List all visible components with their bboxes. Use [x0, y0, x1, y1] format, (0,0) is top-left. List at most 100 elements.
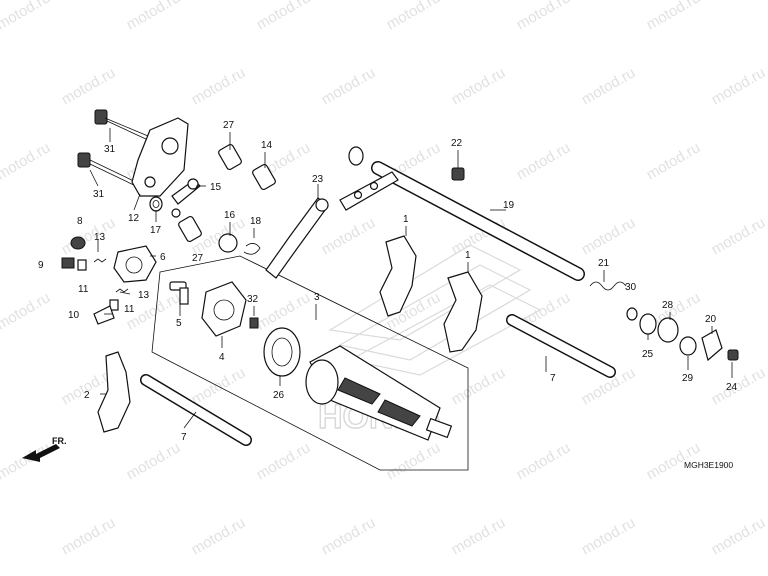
callout-3: 3 — [314, 292, 320, 303]
callout-8: 8 — [77, 216, 83, 227]
callout-16: 16 — [224, 210, 236, 221]
callout-25: 25 — [642, 349, 654, 360]
callout-13-upper: 13 — [94, 232, 106, 243]
front-direction-arrow: FR. — [22, 436, 67, 462]
callout-24: 24 — [726, 382, 738, 393]
watermark-text: motod.ru — [0, 289, 53, 333]
watermark-text: motod.ru — [254, 0, 314, 33]
watermark-text: motod.ru — [59, 214, 119, 258]
leader-lines — [89, 128, 733, 429]
collar-27-lower — [178, 215, 202, 243]
watermark-text: motod.ru — [254, 439, 314, 483]
shift-fork-1-left — [379, 235, 417, 317]
watermark-text: motod.ru — [124, 439, 184, 483]
front-direction-label: FR. — [52, 436, 67, 446]
washer-29 — [679, 336, 697, 356]
watermark-text: motod.ru — [189, 514, 249, 558]
watermark-text: motod.ru — [709, 364, 768, 408]
callout-7-right: 7 — [550, 373, 556, 384]
fork-shaft-7-right — [506, 314, 616, 378]
watermark-text: motod.ru — [189, 64, 249, 108]
callout-27-upper: 27 — [223, 120, 235, 131]
watermark-text: motod.ru — [449, 364, 509, 408]
callout-7-left: 7 — [181, 432, 187, 443]
drum-center-4 — [201, 281, 247, 337]
spindle-arm — [339, 171, 399, 211]
diagram-code: MGH3E1900 — [684, 460, 733, 470]
watermark-text: motod.ru — [514, 139, 574, 183]
watermark-text: motod.ru — [449, 514, 509, 558]
watermark-text: motod.ru — [384, 439, 444, 483]
watermark-text: motod.ru — [514, 439, 574, 483]
callout-labels: 31 31 27 14 15 12 17 23 22 19 8 13 9 11 … — [38, 120, 738, 443]
watermark-text: motod.ru — [319, 64, 379, 108]
watermark-text: motod.ru — [319, 514, 379, 558]
watermark-text: motod.ru — [644, 139, 704, 183]
watermark-text: motod.ru — [124, 0, 184, 33]
bearing-16 — [218, 233, 238, 253]
return-spring-21 — [589, 281, 627, 291]
pin-5 — [169, 281, 189, 305]
callout-14: 14 — [261, 140, 273, 151]
washer-9 — [61, 257, 75, 269]
callout-17: 17 — [150, 225, 162, 236]
watermark-text: motod.ru — [644, 0, 704, 33]
callout-30: 30 — [625, 282, 637, 293]
callout-15: 15 — [210, 182, 222, 193]
shift-fork-1-right — [443, 271, 483, 353]
watermark-text: motod.ru — [0, 0, 53, 33]
callout-31-lower: 31 — [93, 189, 105, 200]
bolt-22 — [451, 167, 465, 181]
shift-spindle-19 — [348, 146, 585, 281]
bolt-31-lower — [77, 152, 141, 189]
watermark-text: motod.ru — [579, 214, 639, 258]
spring-18 — [243, 243, 261, 255]
watermark-text: motod.ru — [59, 514, 119, 558]
fork-shaft-7-left — [140, 374, 252, 446]
watermark-text: motod.ru — [709, 214, 768, 258]
callout-32: 32 — [247, 294, 259, 305]
watermark-text: motod.ru — [384, 0, 444, 33]
pin-11-upper — [77, 259, 87, 271]
washer-17 — [149, 196, 163, 212]
shift-drum-3 — [305, 345, 453, 441]
plate-20 — [701, 329, 723, 362]
watermark-text: motod.ru — [579, 514, 639, 558]
shift-fork-2 — [97, 351, 131, 433]
callout-5: 5 — [176, 318, 182, 329]
watermark-text: motod.ru — [0, 139, 53, 183]
nut-8 — [70, 236, 86, 250]
shift-drum-center-6 — [113, 245, 157, 283]
cover-10 — [93, 305, 115, 325]
callout-11-upper: 11 — [78, 284, 89, 295]
callout-28: 28 — [662, 300, 674, 311]
watermark-text: motod.ru — [709, 64, 768, 108]
spring-13-lower — [115, 288, 129, 293]
watermark-text: motod.ru — [709, 514, 768, 558]
callout-9: 9 — [38, 260, 44, 271]
callout-31-upper: 31 — [104, 144, 116, 155]
pin-11-lower — [109, 299, 119, 311]
collar-27-upper — [218, 143, 242, 171]
bearing-28 — [657, 317, 679, 343]
watermark-text: motod.ru — [319, 214, 379, 258]
seal-25 — [639, 313, 657, 335]
callout-21: 21 — [598, 258, 610, 269]
callout-11-lower: 11 — [124, 304, 135, 315]
callout-19: 19 — [503, 200, 515, 211]
watermark-text: motod.ru — [0, 439, 53, 483]
callout-10: 10 — [68, 310, 80, 321]
watermark-text: motod.ru — [514, 0, 574, 33]
callout-22: 22 — [451, 138, 463, 149]
assembly-outline — [151, 255, 469, 471]
callout-2: 2 — [84, 390, 90, 401]
callout-13-lower: 13 — [138, 290, 150, 301]
watermark-text: motod.ru — [59, 64, 119, 108]
spring-13-upper — [93, 258, 107, 263]
watermark-text: motod.ru — [254, 289, 314, 333]
callout-12: 12 — [128, 213, 140, 224]
watermark-text: motod.ru — [449, 64, 509, 108]
pin-32 — [249, 317, 259, 329]
